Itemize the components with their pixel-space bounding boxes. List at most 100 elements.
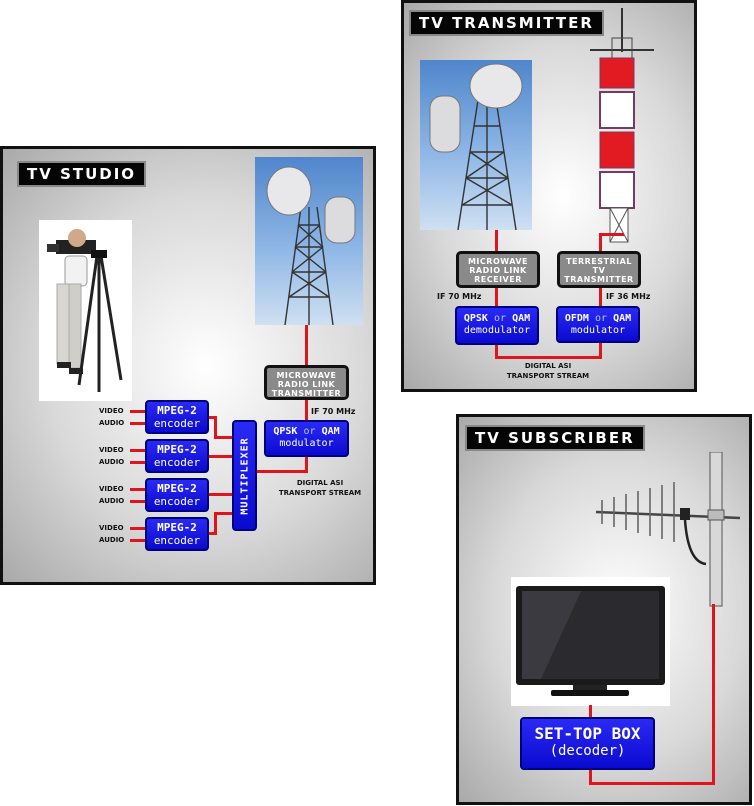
audio-label-1: AUDIO — [99, 419, 125, 427]
audio-label-3: AUDIO — [99, 497, 125, 505]
enc1-mux-wire-h — [214, 436, 234, 439]
microwave-transmitter-box: MICROWAVE RADIO LINK TRANSMITTER — [264, 365, 349, 400]
broadcast-mast — [584, 8, 660, 246]
studio-stream-label-2: TRANSPORT STREAM — [278, 489, 362, 497]
mod-drop-wire — [305, 456, 308, 473]
video-wire-4 — [130, 527, 146, 530]
demod-subtitle: demodulator — [463, 324, 531, 336]
encoder-1-title: MPEG-2 — [157, 404, 197, 417]
terr-line-1: TERRESTRIAL — [566, 257, 632, 266]
mpeg2-encoder-2: MPEG-2 encoder — [145, 439, 209, 473]
studio-stream-label-1: DIGITAL ASI — [296, 479, 344, 487]
return-wire-h — [589, 782, 715, 785]
settop-drop-wire — [589, 768, 592, 785]
encoder-3-subtitle: encoder — [153, 494, 201, 508]
video-wire-3 — [130, 488, 146, 491]
yagi-antenna — [592, 451, 742, 608]
audio-label-4: AUDIO — [99, 536, 125, 544]
qpsk-qam-modulator: QPSK or QAM modulator — [264, 420, 349, 457]
studio-tower-photo — [255, 157, 363, 325]
video-label-3: VIDEO — [99, 485, 124, 493]
audio-wire-2 — [130, 461, 146, 464]
video-label-1: VIDEO — [99, 407, 124, 415]
tx-line-2: RADIO LINK — [277, 380, 336, 390]
mod-type-a: QPSK — [273, 426, 298, 437]
ofdm-type-b: QAM — [613, 313, 632, 324]
enc1-mux-wire-v — [214, 416, 217, 438]
multiplexer-box: MULTIPLEXER — [232, 420, 257, 531]
set-top-box: SET-TOP BOX (decoder) — [520, 717, 655, 770]
encoder-4-subtitle: encoder — [153, 533, 201, 547]
rx-line-2: RADIO LINK — [469, 266, 527, 276]
tx-stream-label-2: TRANSPORT STREAM — [506, 372, 590, 380]
tv-transmitter-title: TV TRANSMITTER — [409, 10, 604, 36]
enc2-mux-wire — [208, 455, 234, 458]
video-wire-1 — [130, 410, 146, 413]
tx-line-1: MICROWAVE — [276, 371, 337, 380]
demod-or: or — [493, 313, 507, 324]
encoder-3-title: MPEG-2 — [157, 482, 197, 495]
mod-subtitle: modulator — [279, 437, 334, 449]
ofdm-subtitle: modulator — [570, 324, 626, 336]
enc4-mux-wire-h — [214, 512, 234, 515]
mpeg2-encoder-4: MPEG-2 encoder — [145, 517, 209, 551]
video-label-4: VIDEO — [99, 524, 124, 532]
enc4-mux-wire-v — [214, 512, 217, 535]
terrestrial-transmitter-box: TERRESTRIAL TV TRANSMITTER — [557, 251, 641, 288]
encoder-1-subtitle: encoder — [153, 416, 201, 430]
tx-stream-label-1: DIGITAL ASI — [524, 362, 572, 370]
demod-asi-wire — [495, 344, 498, 358]
tv-settop-wire — [589, 705, 592, 719]
audio-wire-1 — [130, 422, 146, 425]
terr-mast-wire — [599, 233, 602, 253]
microwave-receiver-box: MICROWAVE RADIO LINK RECEIVER — [456, 251, 540, 288]
camera-operator-photo — [39, 220, 132, 401]
studio-if-label: IF 70 MHz — [311, 407, 356, 416]
antenna-drop-wire — [712, 604, 715, 785]
audio-wire-3 — [130, 500, 146, 503]
encoder-4-title: MPEG-2 — [157, 521, 197, 534]
audio-label-2: AUDIO — [99, 458, 125, 466]
ofdm-or: or — [594, 313, 608, 324]
video-wire-2 — [130, 449, 146, 452]
enc1-mux-wire — [208, 416, 216, 419]
rx-tower-wire — [495, 230, 498, 252]
terr-mast-wire-h — [599, 233, 624, 236]
tv-studio-title: TV STUDIO — [17, 161, 147, 187]
audio-wire-4 — [130, 539, 146, 542]
mod-or: or — [303, 426, 316, 437]
encoder-2-title: MPEG-2 — [157, 443, 197, 456]
settop-subtitle: (decoder) — [549, 743, 626, 760]
ofdm-type-a: OFDM — [564, 313, 589, 324]
tx-line-3: TRANSMITTER — [271, 389, 342, 399]
flat-screen-tv-photo — [511, 577, 670, 706]
rx-demod-wire — [495, 286, 498, 308]
demod-type-a: QPSK — [463, 313, 488, 324]
receiver-tower-photo — [420, 60, 532, 230]
tower-tx-wire — [305, 325, 308, 367]
ofdm-qam-modulator: OFDM or QAM modulator — [556, 306, 640, 343]
settop-title: SET-TOP BOX — [534, 724, 641, 743]
rx-line-1: MICROWAVE — [467, 257, 529, 266]
qpsk-qam-demodulator: QPSK or QAM demodulator — [455, 306, 539, 345]
demod-type-b: QAM — [512, 313, 531, 324]
tv-subscriber-title: TV SUBSCRIBER — [465, 425, 645, 451]
tx-if-label: IF 36 MHz — [606, 292, 651, 301]
encoder-2-subtitle: encoder — [153, 455, 201, 469]
asi-wire — [495, 356, 601, 359]
mpeg2-encoder-3: MPEG-2 encoder — [145, 478, 209, 512]
rx-if-label: IF 70 MHz — [437, 292, 482, 301]
asi-ofdm-wire — [599, 342, 602, 359]
multiplexer-label: MULTIPLEXER — [238, 436, 250, 515]
video-label-2: VIDEO — [99, 446, 124, 454]
enc3-mux-wire — [208, 493, 234, 496]
mux-mod-wire — [256, 470, 307, 473]
ofdm-terr-wire — [599, 287, 602, 307]
mod-type-b: QAM — [321, 426, 340, 437]
mpeg2-encoder-1: MPEG-2 encoder — [145, 400, 209, 434]
terr-line-2: TV — [592, 266, 606, 276]
rx-line-3: RECEIVER — [474, 275, 522, 285]
enc4-mux-wire — [208, 532, 216, 535]
tx-mod-wire — [305, 398, 308, 420]
terr-line-3: TRANSMITTER — [564, 275, 634, 285]
